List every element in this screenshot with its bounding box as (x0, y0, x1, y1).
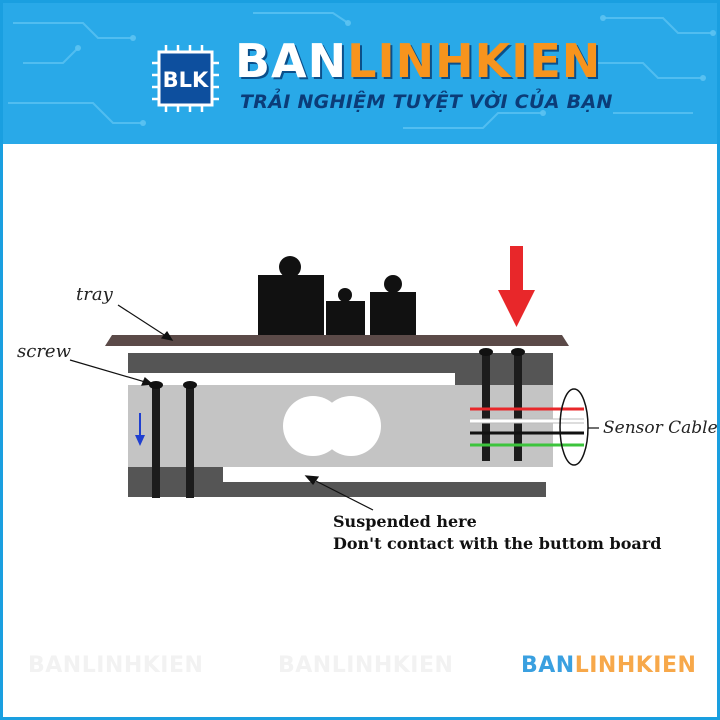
down-arrow-icon (135, 413, 145, 446)
tray-pointer (117, 304, 173, 341)
load-cell-diagram (69, 246, 599, 511)
weight-large (258, 275, 324, 335)
sensor-wires (470, 407, 584, 447)
watermark-logo: BANLINHKIEN (521, 653, 696, 678)
note-line-1: Suspended here (333, 512, 477, 531)
note-line-2: Don't contact with the buttom board (333, 534, 662, 553)
strain-hole-right (321, 396, 381, 456)
screws (149, 348, 525, 498)
tray-label: tray (76, 284, 113, 305)
screw-pointer-head (141, 377, 154, 386)
faint-watermark-left: BANLINHKIEN (28, 653, 203, 678)
bottom-bracket (128, 482, 546, 497)
watermark-part2: LINHKIEN (574, 653, 697, 678)
suspension-note: Suspended here Don't contact with the bu… (333, 511, 661, 555)
header-banner: BLK BANLINHKIEN TRẢI NGHIỆM TUYỆT VỜI CỦ… (3, 3, 717, 144)
faint-watermark-left-part1: BAN (28, 653, 82, 678)
force-arrow-icon (498, 246, 535, 327)
brand-name: BANLINHKIEN (235, 35, 601, 87)
weight-medium (370, 292, 416, 335)
faint-watermark-center: BANLINHKIEN (278, 653, 453, 678)
weight-small (326, 301, 365, 335)
screw-head (479, 348, 493, 356)
cable-ellipse (559, 388, 589, 466)
weight-knob-medium (384, 275, 402, 293)
screw-left-1 (152, 385, 160, 498)
faint-watermark-left-part2: LINHKIEN (81, 653, 204, 678)
faint-watermark-center-part1: BAN (278, 653, 332, 678)
screw-right-2 (514, 352, 522, 461)
top-bracket (128, 353, 553, 373)
screw-right-1 (482, 352, 490, 461)
screw-left-2 (186, 385, 194, 498)
brand-part1: BAN (235, 34, 348, 88)
screw-head (183, 381, 197, 389)
tray-pointer-head (160, 330, 174, 341)
screw-label: screw (17, 341, 71, 362)
brand-part2: LINHKIEN (347, 34, 602, 88)
screw-head (511, 348, 525, 356)
weights (258, 256, 416, 335)
sensor-cable-label: Sensor Cable (603, 418, 718, 438)
weight-knob-large (279, 256, 301, 278)
screw-pointer (69, 359, 153, 385)
note-pointer (305, 475, 374, 511)
faint-watermark-center-part2: LINHKIEN (331, 653, 454, 678)
top-bracket-mount (455, 353, 553, 385)
logo-text: BLK (163, 68, 209, 92)
watermark-part1: BAN (521, 653, 575, 678)
tray (105, 335, 569, 346)
weight-knob-small (338, 288, 352, 302)
circuit-pattern (8, 12, 716, 129)
blk-logo-icon: BLK (152, 45, 219, 112)
screw-head (149, 381, 163, 389)
slogan: TRẢI NGHIỆM TUYỆT VỜI CỦA BẠN (240, 91, 613, 113)
note-pointer-head (304, 475, 320, 485)
